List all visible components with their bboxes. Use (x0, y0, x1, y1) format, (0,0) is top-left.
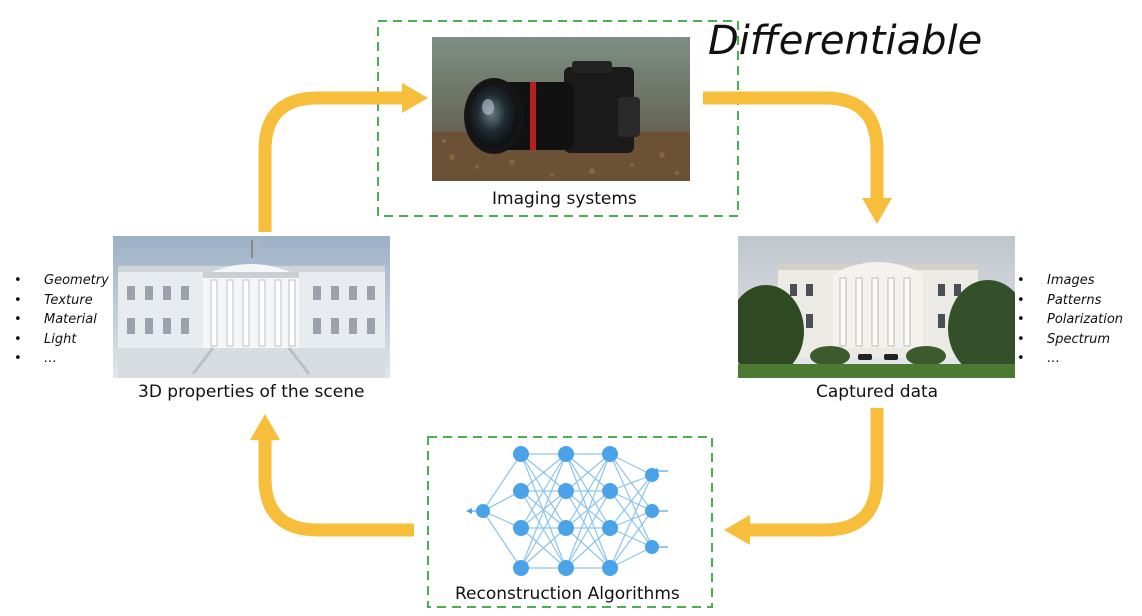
network-node (513, 520, 529, 536)
network-edge (520, 453, 567, 492)
arrowhead-to-scene (250, 414, 280, 440)
arrowhead-to-imaging (402, 83, 428, 113)
differentiable-box-bottom (427, 436, 713, 608)
network-node (558, 560, 574, 576)
network-edge (565, 453, 611, 492)
arrow-reconstruction-to-scene (258, 438, 414, 537)
network-edge (609, 510, 653, 569)
differentiable-box-top (377, 20, 739, 217)
captured-photo-image (738, 236, 1015, 378)
network-edge (482, 453, 522, 512)
list-item: … (14, 349, 109, 369)
list-item: Spectrum (1017, 330, 1123, 350)
network-node (602, 560, 618, 576)
network-edge (609, 474, 653, 569)
list-item: Texture (14, 291, 109, 311)
list-item: Images (1017, 271, 1123, 291)
network-edge (565, 490, 611, 569)
network-edge (565, 527, 611, 569)
arrowhead-to-captured (862, 198, 892, 224)
scene-properties-caption: 3D properties of the scene (138, 382, 365, 402)
network-node (513, 483, 529, 499)
network-node (513, 446, 529, 462)
network-edge (520, 527, 567, 569)
list-item: … (1017, 349, 1123, 369)
network-node (558, 446, 574, 462)
scene-properties-list: Geometry Texture Material Light … (14, 271, 109, 369)
network-edge (482, 510, 522, 569)
arrow-imaging-to-captured (703, 91, 884, 200)
network-node (558, 483, 574, 499)
network-edge (520, 453, 567, 529)
network-node (513, 560, 529, 576)
captured-data-caption: Captured data (816, 382, 939, 402)
scene-render-image (113, 236, 390, 378)
list-item: Light (14, 330, 109, 350)
network-node (558, 520, 574, 536)
reconstruction-algorithms-caption: Reconstruction Algorithms (455, 584, 680, 604)
neural-network-icon (466, 446, 668, 576)
network-edge (520, 453, 567, 569)
network-edge (609, 474, 653, 529)
imaging-systems-caption: Imaging systems (492, 189, 637, 209)
arrow-scene-to-imaging (258, 91, 404, 232)
list-item: Polarization (1017, 310, 1123, 330)
network-node (602, 483, 618, 499)
network-edge (520, 490, 567, 569)
arrowhead-to-reconstruction (724, 515, 750, 545)
list-item: Material (14, 310, 109, 330)
arrow-captured-to-reconstruction (748, 408, 884, 537)
network-node (602, 520, 618, 536)
network-edge (565, 453, 611, 569)
captured-data-list: Images Patterns Polarization Spectrum … (1017, 271, 1123, 369)
camera-photo (432, 37, 690, 181)
list-item: Geometry (14, 271, 109, 291)
network-node (602, 446, 618, 462)
list-item: Patterns (1017, 291, 1123, 311)
differentiable-title: Differentiable (708, 18, 983, 64)
network-edge (565, 453, 611, 529)
